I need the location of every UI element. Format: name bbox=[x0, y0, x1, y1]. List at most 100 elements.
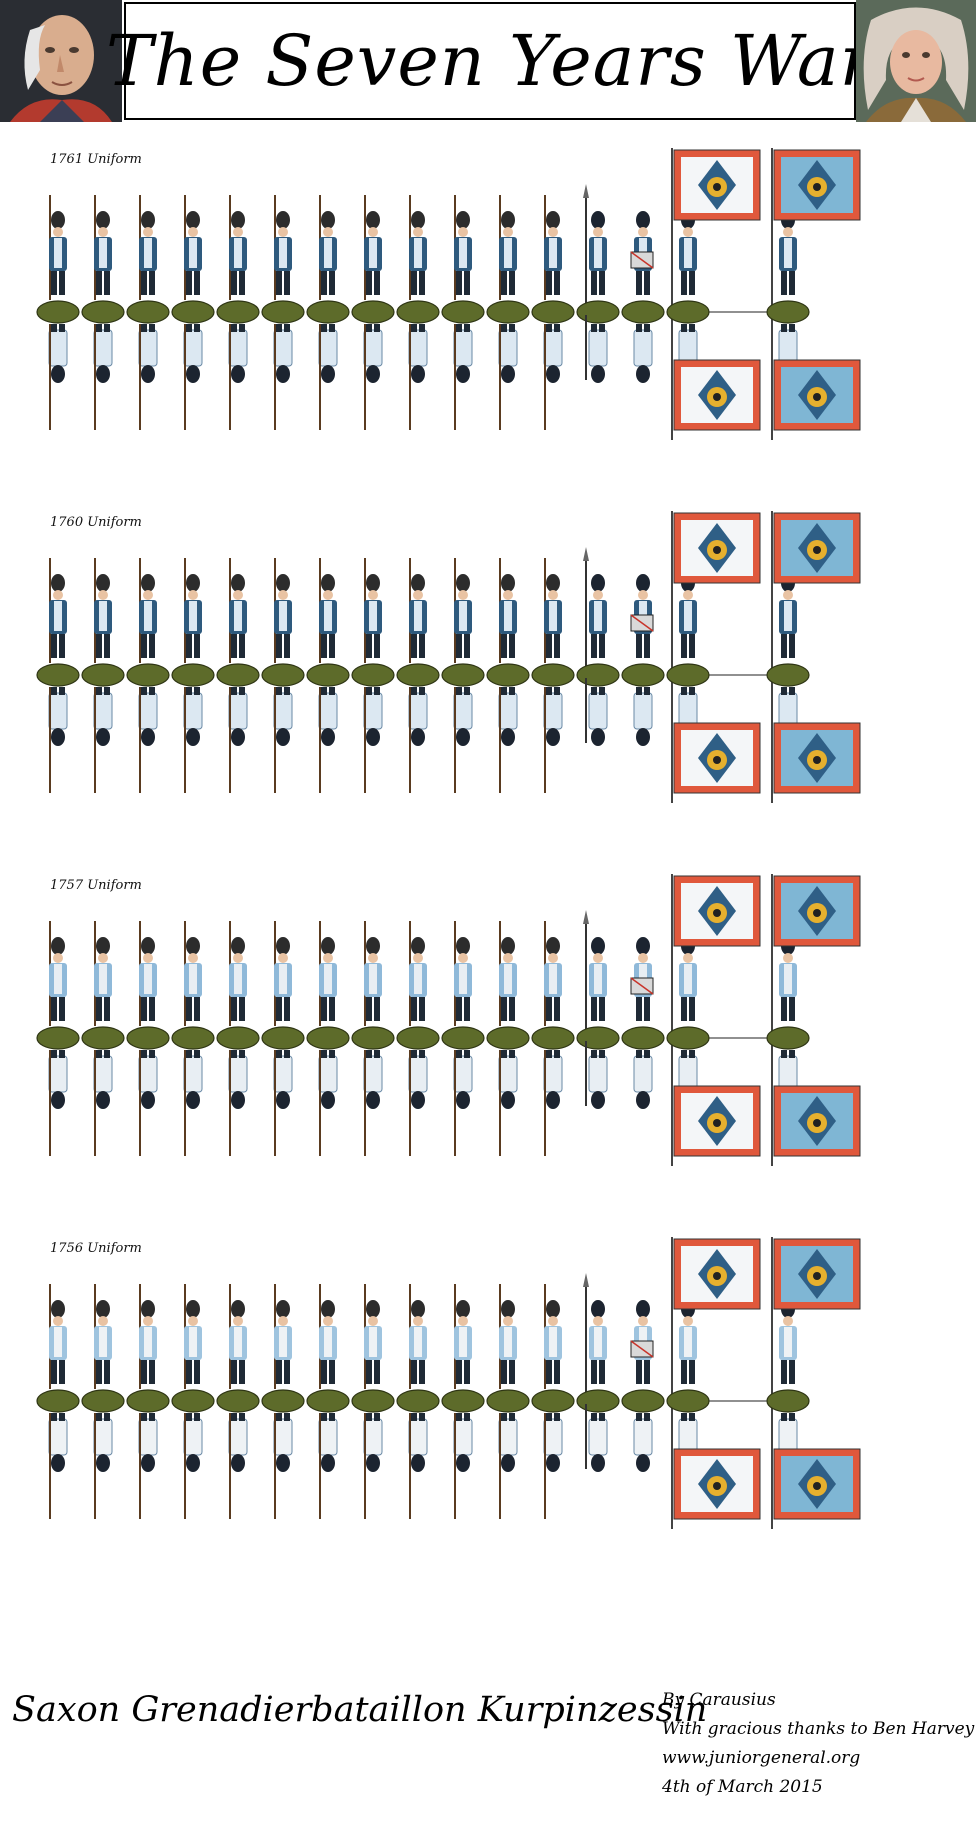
figure-base bbox=[216, 1389, 260, 1413]
grenadier-figure-icon bbox=[94, 558, 112, 663]
grenadier-figure-back-icon bbox=[48, 687, 68, 793]
troop-row bbox=[36, 1237, 861, 1529]
uniform-section: 1760 Uniform bbox=[0, 503, 976, 863]
grenadier-figure-icon bbox=[274, 921, 292, 1026]
grenadier-figure-back-icon bbox=[408, 687, 428, 793]
grenadier-figure-back-icon bbox=[228, 324, 248, 430]
crest-icon bbox=[713, 756, 721, 764]
crest-icon bbox=[713, 546, 721, 554]
officer-figure-back-icon bbox=[585, 315, 608, 383]
grenadier-figure-icon bbox=[454, 195, 472, 300]
crest-icon bbox=[813, 393, 821, 401]
grenadier-figure-back-icon bbox=[363, 324, 383, 430]
crest-icon bbox=[713, 1272, 721, 1280]
figure-base bbox=[351, 1026, 395, 1050]
grenadier-figure-back-icon bbox=[93, 1050, 113, 1156]
grenadier-figure-back-icon bbox=[498, 1050, 518, 1156]
ensign-figure-icon bbox=[779, 1300, 797, 1384]
troop-row bbox=[36, 511, 861, 803]
grenadier-figure-back-icon bbox=[408, 1050, 428, 1156]
figure-base bbox=[621, 1389, 665, 1413]
figure-base bbox=[36, 300, 80, 324]
grenadier-figure-icon bbox=[544, 921, 562, 1026]
grenadier-figure-icon bbox=[319, 558, 337, 663]
grenadier-figure-back-icon bbox=[453, 1413, 473, 1519]
grenadier-figure-back-icon bbox=[498, 324, 518, 430]
figure-base bbox=[666, 300, 710, 324]
grenadier-figure-back-icon bbox=[138, 687, 158, 793]
grenadier-figure-icon bbox=[319, 1284, 337, 1389]
grenadier-figure-icon bbox=[139, 921, 157, 1026]
grenadier-figure-back-icon bbox=[228, 1413, 248, 1519]
grenadier-figure-back-icon bbox=[363, 687, 383, 793]
crest-icon bbox=[813, 756, 821, 764]
grenadier-figure-back-icon bbox=[93, 1413, 113, 1519]
figure-base bbox=[81, 1389, 125, 1413]
figure-base bbox=[171, 1026, 215, 1050]
grenadier-figure-icon bbox=[184, 1284, 202, 1389]
drummer-figure-icon bbox=[630, 211, 654, 295]
figure-base bbox=[126, 1026, 170, 1050]
figure-base bbox=[441, 300, 485, 324]
figure-base bbox=[621, 300, 665, 324]
grenadier-figure-icon bbox=[274, 558, 292, 663]
figure-base bbox=[666, 1026, 710, 1050]
ensign-figure-icon bbox=[679, 574, 697, 658]
grenadier-figure-icon bbox=[49, 921, 67, 1026]
grenadier-figure-back-icon bbox=[543, 324, 563, 430]
credit-author: By Carausius bbox=[662, 1690, 776, 1710]
grenadier-figure-icon bbox=[139, 1284, 157, 1389]
grenadier-figure-icon bbox=[94, 1284, 112, 1389]
grenadier-figure-back-icon bbox=[228, 687, 248, 793]
uniform-section: 1757 Uniform bbox=[0, 866, 976, 1226]
figure-base bbox=[171, 1389, 215, 1413]
figure-base bbox=[396, 663, 440, 687]
grenadier-figure-icon bbox=[229, 921, 247, 1026]
grenadier-figure-back-icon bbox=[93, 687, 113, 793]
grenadier-figure-icon bbox=[409, 195, 427, 300]
grenadier-figure-back-icon bbox=[273, 1413, 293, 1519]
uniform-label: 1756 Uniform bbox=[50, 1241, 142, 1256]
grenadier-figure-icon bbox=[49, 1284, 67, 1389]
figure-base bbox=[81, 663, 125, 687]
figure-base bbox=[36, 1026, 80, 1050]
figure-base bbox=[486, 1026, 530, 1050]
figure-base bbox=[766, 300, 810, 324]
grenadier-figure-back-icon bbox=[453, 687, 473, 793]
grenadier-figure-icon bbox=[274, 1284, 292, 1389]
grenadier-figure-back-icon bbox=[183, 1050, 203, 1156]
portrait-frederick-icon bbox=[0, 0, 122, 122]
ensign-figure-icon bbox=[779, 937, 797, 1021]
grenadier-figure-icon bbox=[319, 921, 337, 1026]
uniform-label: 1757 Uniform bbox=[50, 878, 142, 893]
figure-base bbox=[216, 300, 260, 324]
figure-base bbox=[486, 663, 530, 687]
drummer-figure-back-icon bbox=[633, 1413, 653, 1472]
grenadier-figure-icon bbox=[454, 921, 472, 1026]
grenadier-figure-icon bbox=[544, 195, 562, 300]
figure-base bbox=[486, 300, 530, 324]
crest-icon bbox=[713, 393, 721, 401]
grenadier-figure-back-icon bbox=[183, 687, 203, 793]
grenadier-figure-back-icon bbox=[228, 1050, 248, 1156]
grenadier-figure-icon bbox=[184, 921, 202, 1026]
figure-base bbox=[531, 300, 575, 324]
grenadier-figure-back-icon bbox=[498, 1413, 518, 1519]
grenadier-figure-icon bbox=[319, 195, 337, 300]
figure-base bbox=[441, 1389, 485, 1413]
grenadier-figure-icon bbox=[409, 558, 427, 663]
grenadier-figure-icon bbox=[499, 921, 517, 1026]
figure-base bbox=[261, 663, 305, 687]
crest-icon bbox=[813, 546, 821, 554]
grenadier-figure-icon bbox=[184, 558, 202, 663]
credit-site: www.juniorgeneral.org bbox=[662, 1748, 861, 1768]
figure-base bbox=[396, 300, 440, 324]
crest-icon bbox=[813, 183, 821, 191]
figure-base bbox=[261, 1389, 305, 1413]
grenadier-figure-back-icon bbox=[543, 1050, 563, 1156]
grenadier-figure-back-icon bbox=[48, 1413, 68, 1519]
grenadier-figure-icon bbox=[364, 558, 382, 663]
grenadier-figure-icon bbox=[454, 1284, 472, 1389]
figure-base bbox=[766, 1389, 810, 1413]
grenadier-figure-icon bbox=[139, 558, 157, 663]
